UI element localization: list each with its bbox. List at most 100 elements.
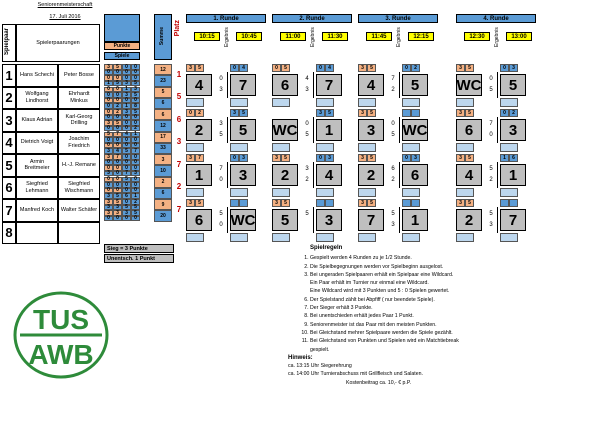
top-left-score-2: 5 bbox=[465, 64, 474, 72]
score-cell: 0 bbox=[122, 97, 131, 103]
score-cell: 1 bbox=[122, 103, 131, 109]
round-start-time: 11:45 bbox=[366, 32, 392, 41]
pair-b: 5 bbox=[230, 119, 256, 141]
bottom-right-box bbox=[500, 143, 518, 152]
top-right-score-2: 3 bbox=[239, 154, 248, 162]
score-cell: 5 bbox=[131, 210, 140, 216]
top-right-score: 0 bbox=[500, 64, 509, 72]
score-cell: 0 bbox=[131, 176, 140, 182]
bottom-left-box bbox=[358, 143, 376, 152]
round-header-1: 1. Runde bbox=[186, 14, 266, 23]
points-total: 12 bbox=[154, 64, 172, 76]
place-value: 1 bbox=[176, 69, 182, 79]
score-cell: 0 bbox=[131, 64, 140, 70]
top-left-score-2: 5 bbox=[281, 154, 290, 162]
score-b: 2 bbox=[489, 177, 493, 183]
event-date: 17. Juli 2016 bbox=[49, 14, 81, 20]
rule-item: Der Spielstand zählt bei Abpfiff ( nur b… bbox=[310, 296, 596, 304]
legend-sieg: Sieg = 3 Punkte bbox=[104, 244, 174, 253]
top-left-score: 3 bbox=[186, 64, 195, 72]
score-cell: 0 bbox=[113, 69, 122, 75]
score-a: 0 bbox=[219, 76, 223, 82]
bottom-right-box bbox=[500, 98, 518, 107]
hint-title: Hinweis: bbox=[288, 354, 313, 361]
score-a: 3 bbox=[219, 121, 223, 127]
score-cell: 0 bbox=[122, 215, 131, 221]
round-header-4: 4. Runde bbox=[456, 14, 536, 23]
score-cell: 0 bbox=[113, 170, 122, 176]
score-cell: 2 bbox=[113, 109, 122, 115]
bottom-left-box bbox=[272, 188, 290, 197]
top-right-score-2 bbox=[411, 199, 420, 207]
bottom-left-box bbox=[456, 233, 474, 242]
score-cell: 0 bbox=[122, 142, 131, 148]
score-b: 5 bbox=[391, 132, 395, 138]
top-left-score: 0 bbox=[272, 64, 281, 72]
top-right-score-2: 4 bbox=[239, 64, 248, 72]
score-cell: 5 bbox=[113, 80, 122, 86]
score-cell: 0 bbox=[104, 75, 113, 81]
top-left-score-2: 5 bbox=[281, 64, 290, 72]
score-cell: 0 bbox=[113, 86, 122, 92]
points-total: 5 bbox=[154, 86, 172, 98]
score-cell: 0 bbox=[131, 75, 140, 81]
top-left-score-2: 5 bbox=[465, 199, 474, 207]
score-cell: 4 bbox=[113, 148, 122, 154]
round-mini-header bbox=[104, 14, 140, 42]
round-end-time: 12:15 bbox=[408, 32, 434, 41]
bottom-left-box bbox=[186, 98, 204, 107]
bottom-left-box bbox=[358, 188, 376, 197]
pair-a: WC bbox=[272, 119, 298, 141]
rule-item: Bei ungeraden Spielpaaren erhält ein Spi… bbox=[310, 271, 596, 279]
bottom-left-box bbox=[272, 233, 290, 242]
score-cell: 0 bbox=[122, 182, 131, 188]
ergebnis-label: Ergebnis bbox=[224, 27, 230, 47]
player-two-name: Ehrhardt Minkus bbox=[58, 86, 100, 109]
rule-item: gespielt. bbox=[310, 346, 330, 353]
top-right-score: 0 bbox=[402, 154, 411, 162]
top-right-score-2 bbox=[239, 199, 248, 207]
score-b: 0 bbox=[219, 222, 223, 228]
score-b: 2 bbox=[391, 87, 395, 93]
score-cell: 0 bbox=[122, 154, 131, 160]
score-b: 3 bbox=[391, 222, 395, 228]
bottom-right-box bbox=[230, 143, 248, 152]
pair-b: 3 bbox=[316, 209, 342, 231]
bottom-right-box bbox=[230, 98, 248, 107]
bottom-right-box bbox=[402, 188, 420, 197]
spiele-header: Spiele bbox=[104, 52, 140, 60]
top-left-score: 3 bbox=[456, 154, 465, 162]
hint-item: ca. 13:15 Uhr Siegerehrung bbox=[288, 363, 352, 370]
score-cell: 5 bbox=[122, 148, 131, 154]
ergebnis-label: Ergebnis bbox=[494, 27, 500, 47]
games-total: 6 bbox=[154, 97, 172, 109]
score-cell: 5 bbox=[131, 204, 140, 210]
score-cell: 0 bbox=[104, 187, 113, 193]
score-cell: 8 bbox=[131, 103, 140, 109]
score-cell: 0 bbox=[113, 176, 122, 182]
score-cell: 7 bbox=[131, 148, 140, 154]
games-total: 12 bbox=[154, 120, 172, 132]
rules-title: Spielregeln bbox=[310, 245, 343, 251]
svg-text:AWB: AWB bbox=[28, 339, 93, 370]
top-right-score: 0 bbox=[402, 64, 411, 72]
score-cell: 5 bbox=[113, 64, 122, 70]
bottom-left-box bbox=[456, 98, 474, 107]
score-cell: 3 bbox=[104, 199, 113, 205]
pair-a: 3 bbox=[358, 119, 384, 141]
top-right-score bbox=[402, 109, 411, 117]
spielpaar-header: Spielpaar bbox=[2, 24, 16, 62]
pair-number: 7 bbox=[2, 199, 16, 222]
score-a: 0 bbox=[391, 121, 395, 127]
top-right-score-2: 3 bbox=[411, 154, 420, 162]
games-total: 20 bbox=[154, 210, 172, 222]
top-left-score-2: 5 bbox=[367, 64, 376, 72]
bottom-left-box bbox=[272, 98, 290, 107]
platz-header: Platz bbox=[174, 20, 181, 37]
score-cell: 3 bbox=[104, 154, 113, 160]
score-cell: 5 bbox=[113, 193, 122, 199]
bottom-right-box bbox=[500, 233, 518, 242]
points-total: 2 bbox=[154, 176, 172, 188]
score-cell: 0 bbox=[104, 182, 113, 188]
score-cell: 0 bbox=[122, 120, 131, 126]
